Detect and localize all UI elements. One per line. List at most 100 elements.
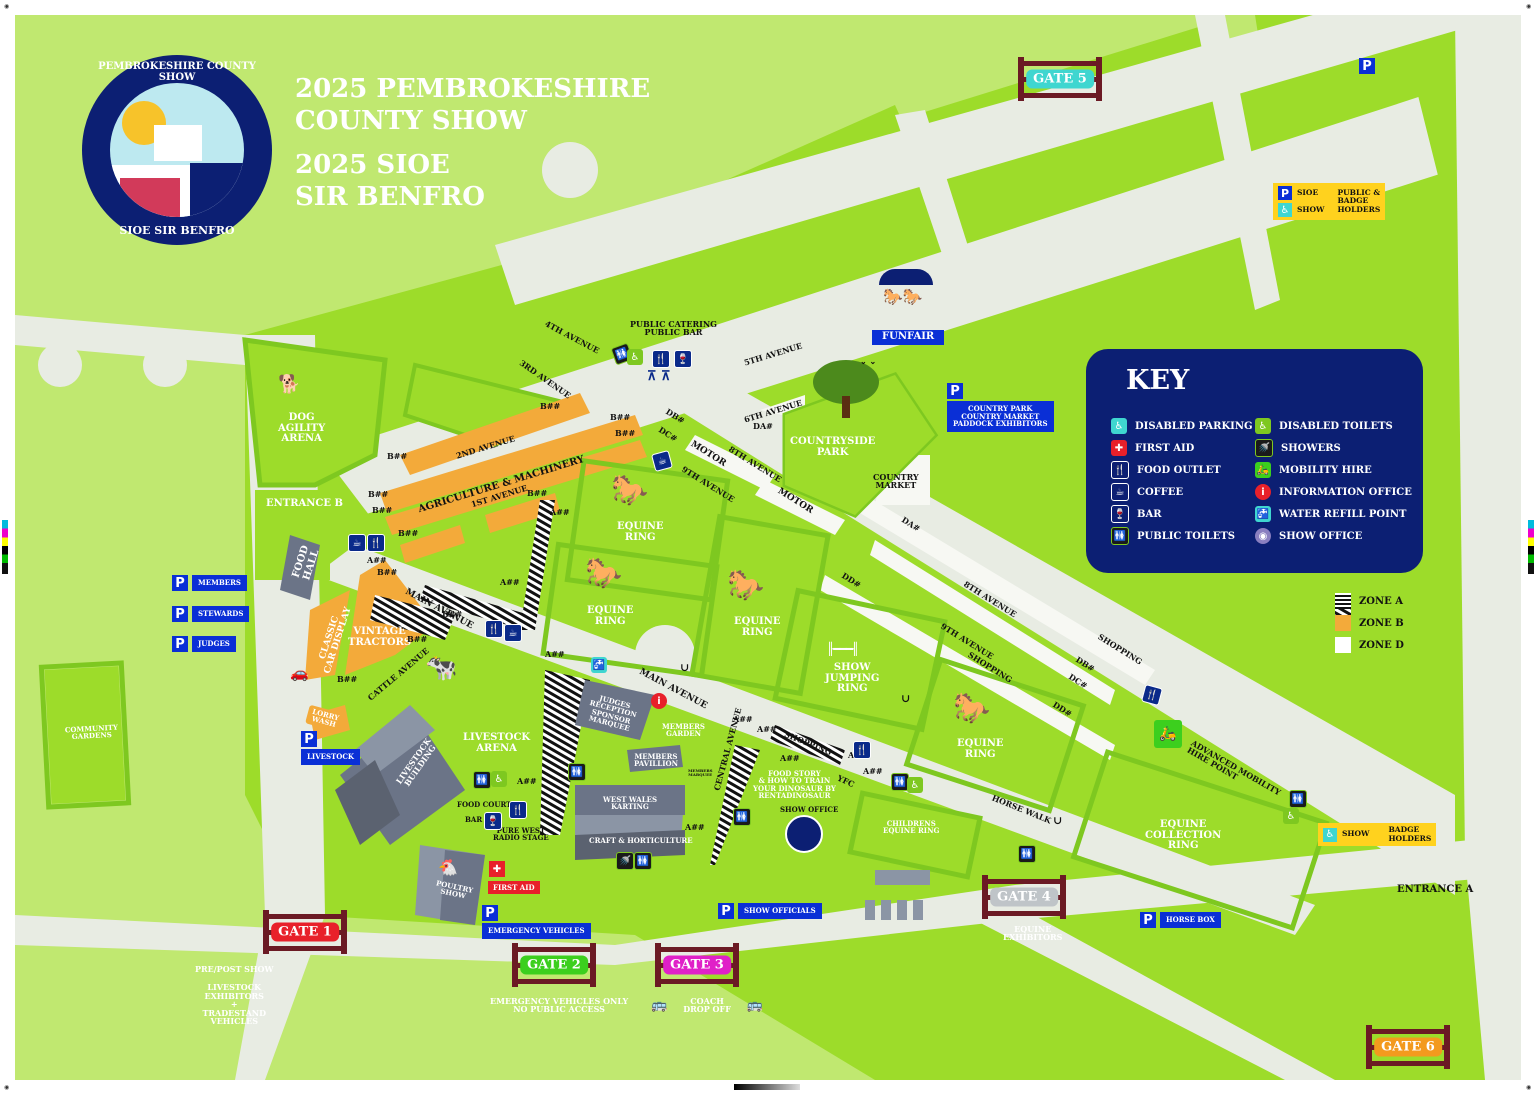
sign-label: SHOW <box>1297 204 1325 214</box>
line: RING <box>594 615 626 627</box>
horseshoe-icon: ∪ <box>1053 814 1063 827</box>
key-label: FIRST AID <box>1135 442 1195 454</box>
gate-5[interactable]: GATE 5 <box>1018 57 1102 101</box>
public-toilets-icon[interactable]: 🚻 <box>568 763 586 781</box>
public-toilets-icon[interactable]: 🚻 <box>733 808 751 826</box>
food-outlet-icon[interactable]: 🍴 <box>367 534 385 552</box>
food-outlet-icon[interactable]: 🍴 <box>652 350 670 368</box>
plot-a: A## <box>780 753 800 763</box>
food-court-label: FOOD COURT <box>457 800 512 809</box>
showers-icon[interactable]: 🚿 <box>616 852 634 870</box>
key-title: KEY <box>1126 365 1190 396</box>
sign-label: HOLDERS <box>1388 833 1432 843</box>
title-line-3: 2025 SIOE <box>295 150 450 180</box>
key-label: SHOW OFFICE <box>1279 530 1363 542</box>
gate-4[interactable]: GATE 4 <box>982 875 1066 919</box>
line: ARENA <box>281 433 322 444</box>
coffee-icon[interactable]: ☕ <box>348 534 366 552</box>
sioe-parking-sign: P ♿ SIOE SHOW PUBLIC & BADGE HOLDERS <box>1273 183 1386 220</box>
showers-icon: 🚿 <box>1255 439 1273 457</box>
gate-6[interactable]: GATE 6 <box>1366 1025 1450 1069</box>
show-jumping-ring-label: SHOW JUMPING RING <box>825 662 879 695</box>
key-item: 🚰WATER REFILL POINT <box>1255 503 1412 525</box>
key-item: ✚FIRST AID <box>1111 437 1253 459</box>
zone-a-legend: ZONE A <box>1335 593 1403 609</box>
show-office-icon[interactable] <box>785 815 823 853</box>
plot-a: A## <box>733 714 753 724</box>
gate-1-note: PRE/POST SHOW LIVESTOCK EXHIBITORS + TRA… <box>195 965 273 1026</box>
key-label: DISABLED PARKING <box>1135 420 1253 432</box>
plot-b: B## <box>527 488 548 498</box>
line: AGILITY <box>278 422 326 434</box>
disabled-parking-icon: ♿ <box>1111 418 1127 434</box>
public-toilets-icon[interactable]: 🚻 <box>473 771 491 789</box>
gate-2-note: EMERGENCY VEHICLES ONLY NO PUBLIC ACCESS <box>490 997 628 1014</box>
zone-b-swatch <box>1335 615 1351 631</box>
mobility-hire-icon[interactable]: 🛵 <box>1154 720 1182 748</box>
gate-1[interactable]: GATE 1 <box>263 910 347 954</box>
grayscale-bar <box>734 1084 800 1090</box>
coffee-icon: ☕ <box>1111 483 1129 501</box>
public-toilets-icon: 🚻 <box>1111 527 1129 545</box>
disabled-toilets-icon[interactable]: ♿ <box>491 771 507 787</box>
gate-3[interactable]: GATE 3 <box>655 943 739 987</box>
line: COUNTRY <box>873 472 919 482</box>
parking-icon: P <box>172 636 188 652</box>
registration-mark: ◉ <box>4 1084 10 1091</box>
key-item: 🚿SHOWERS <box>1255 437 1412 459</box>
bar-icon[interactable]: 🍷 <box>674 350 692 368</box>
bar-icon[interactable]: 🍷 <box>484 812 502 830</box>
gate-label: GATE 4 <box>990 887 1058 907</box>
disabled-parking-icon: ♿ <box>1278 203 1292 217</box>
food-story-label: FOOD STORY & HOW TO TRAIN YOUR DINOSAUR … <box>753 770 836 801</box>
line: MEMBERS <box>662 722 705 731</box>
gate-label: GATE 5 <box>1026 69 1094 89</box>
parking-icon-top-right: P <box>1359 58 1375 74</box>
disabled-toilets-icon[interactable]: ♿ <box>627 349 643 365</box>
public-toilets-icon[interactable]: 🚻 <box>634 852 652 870</box>
line: TRADESTAND <box>202 1007 267 1018</box>
line: LIVESTOCK <box>207 982 262 993</box>
information-office-icon: i <box>1255 484 1271 500</box>
line: MEMBERS <box>688 768 713 773</box>
disabled-toilets-icon[interactable]: ♿ <box>907 777 923 793</box>
line: EQUINE <box>1159 819 1207 830</box>
line: YOUR DINOSAUR BY <box>753 783 836 793</box>
information-office-icon[interactable]: i <box>651 693 667 709</box>
bar-icon: 🍷 <box>1111 505 1129 523</box>
countryside-park-label: COUNTRYSIDE PARK <box>790 436 875 458</box>
sign-label: BADGE <box>1337 196 1369 206</box>
zone-label: ZONE A <box>1359 595 1404 607</box>
food-outlet-icon[interactable]: 🍴 <box>509 801 527 819</box>
food-outlet-icon[interactable]: 🍴 <box>485 620 503 638</box>
coffee-icon[interactable]: ☕ <box>504 624 522 642</box>
west-wales-karting-label: WEST WALES KARTING <box>603 796 657 811</box>
logo-top-text: PEMBROKESHIRE COUNTY SHOW <box>98 61 256 83</box>
show-office-icon: ◉ <box>1255 528 1271 544</box>
plot-a: A## <box>757 724 777 734</box>
key-item: 🍷BAR <box>1111 503 1253 525</box>
horse-icon: 🐎 <box>611 473 649 508</box>
country-market-label: COUNTRY MARKET <box>873 473 919 490</box>
plot-b: B## <box>540 401 561 411</box>
parking-icon: P <box>1140 912 1156 928</box>
public-toilets-icon[interactable]: 🚻 <box>1289 790 1307 808</box>
line: RING <box>741 626 773 638</box>
gate-2[interactable]: GATE 2 <box>512 943 596 987</box>
line: MEMBERS <box>634 752 678 761</box>
first-aid-icon: ✚ <box>489 861 505 877</box>
disabled-toilets-icon[interactable]: ♿ <box>1283 808 1299 824</box>
parking-icon: P <box>718 903 734 919</box>
line: PARK <box>816 446 849 458</box>
public-toilets-icon[interactable]: 🚻 <box>1018 845 1036 863</box>
water-refill-icon[interactable]: 🚰 <box>591 657 607 673</box>
title-line-2: COUNTY SHOW <box>295 106 527 136</box>
birds-icon: ⌄ ⌄ <box>860 356 877 366</box>
food-outlet-icon[interactable]: 🍴 <box>853 741 871 759</box>
members-pavillion-label: MEMBERS PAVILLION <box>634 753 678 768</box>
line: RENTADINOSAUR <box>758 791 831 801</box>
